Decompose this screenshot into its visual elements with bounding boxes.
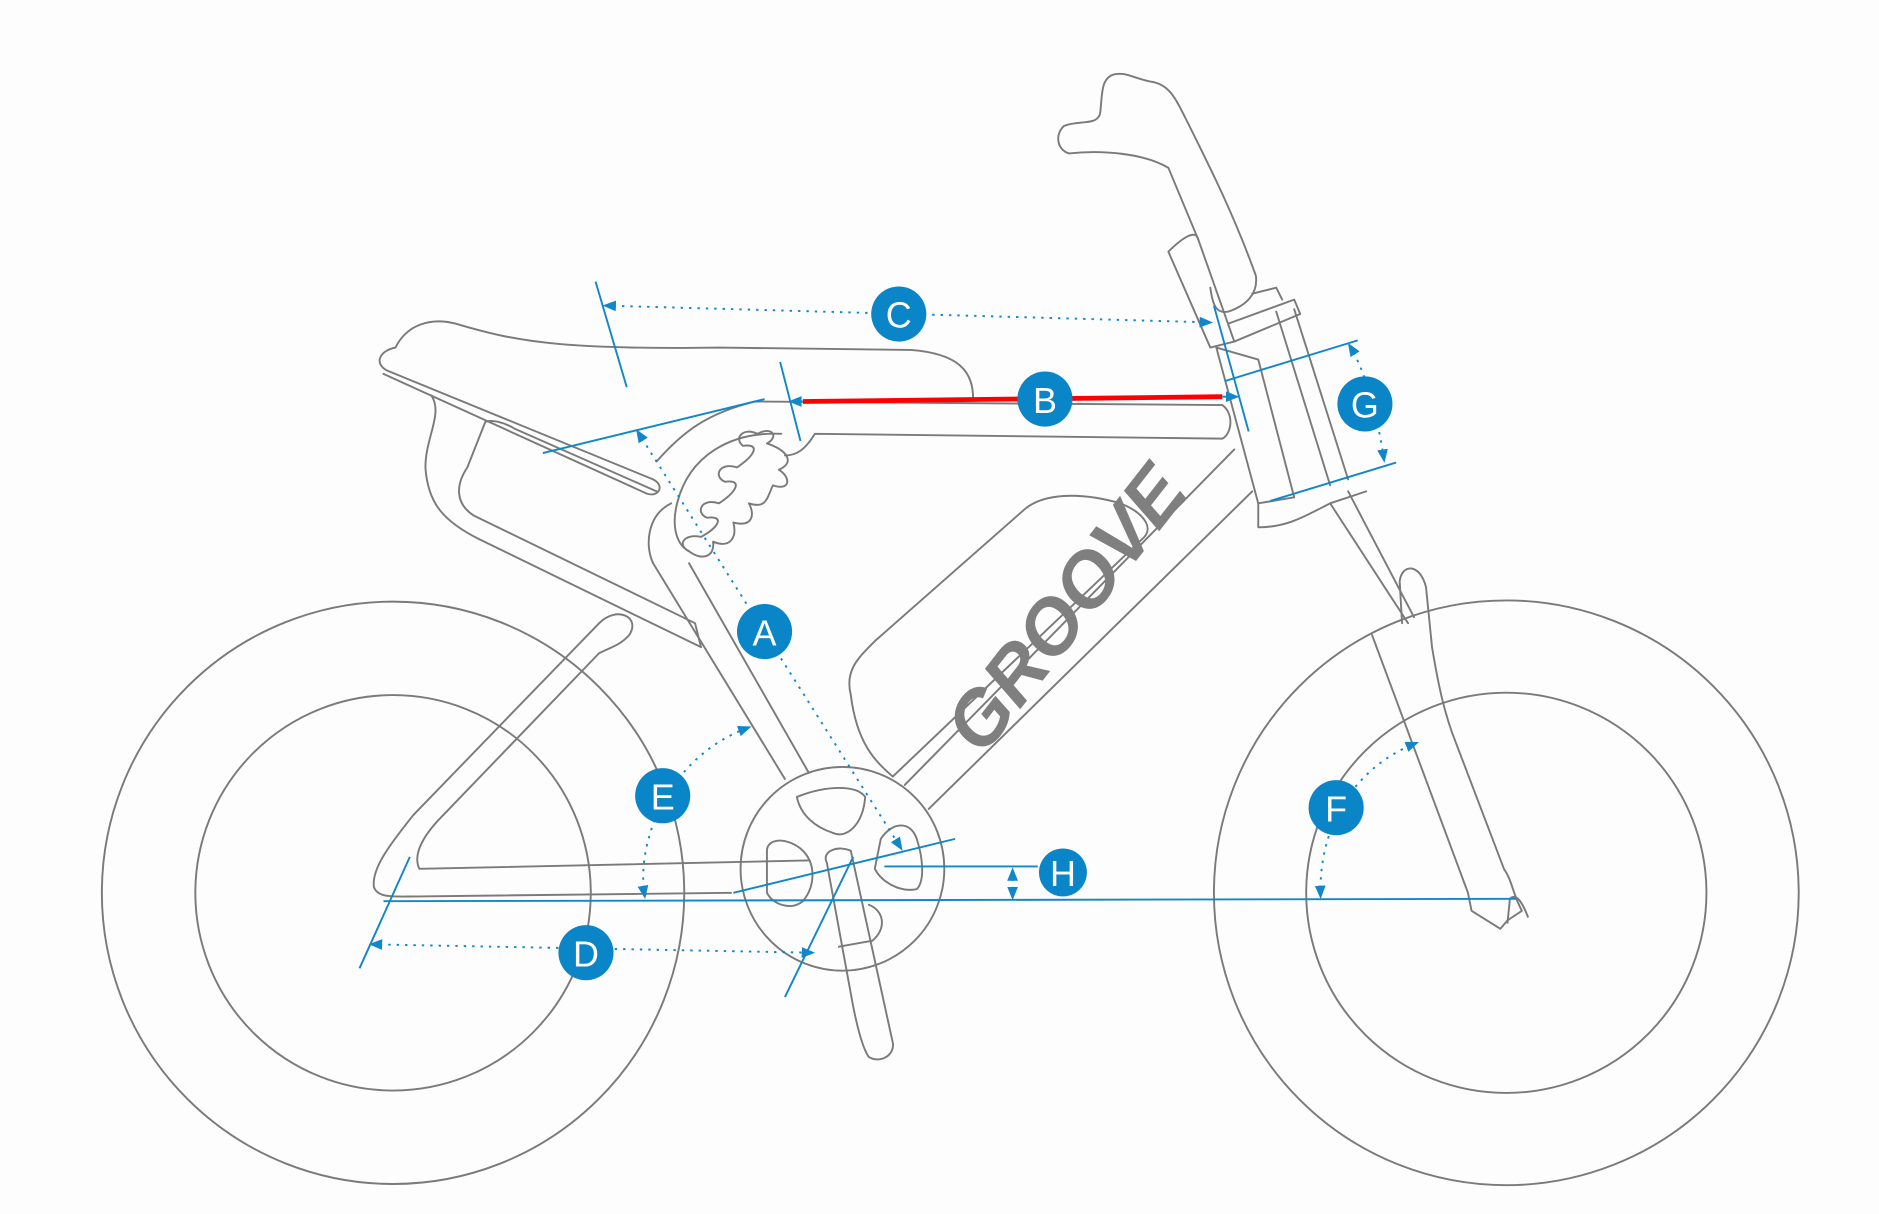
marker-a[interactable]: A bbox=[736, 604, 793, 660]
marker-h[interactable]: H bbox=[1038, 848, 1087, 897]
marker-b[interactable]: B bbox=[1017, 371, 1073, 427]
marker-d[interactable]: D bbox=[558, 925, 614, 981]
marker-c-label: C bbox=[886, 295, 912, 336]
marker-f[interactable]: F bbox=[1308, 780, 1364, 836]
marker-b-label: B bbox=[1033, 380, 1057, 421]
marker-e-label: E bbox=[651, 776, 675, 817]
marker-e[interactable]: E bbox=[635, 768, 691, 824]
marker-a-label: A bbox=[753, 612, 777, 653]
dimension-lines bbox=[358, 281, 1516, 998]
marker-g[interactable]: G bbox=[1337, 376, 1393, 432]
marker-d-label: D bbox=[573, 933, 599, 974]
marker-g-label: G bbox=[1351, 385, 1379, 426]
front-wheel bbox=[1212, 599, 1800, 1187]
marker-h-label: H bbox=[1050, 853, 1076, 894]
marker-f-label: F bbox=[1325, 788, 1347, 829]
marker-c[interactable]: C bbox=[871, 286, 927, 342]
frame: GROOVE bbox=[372, 72, 1529, 1061]
highlighted-dimension-b bbox=[802, 394, 1223, 404]
